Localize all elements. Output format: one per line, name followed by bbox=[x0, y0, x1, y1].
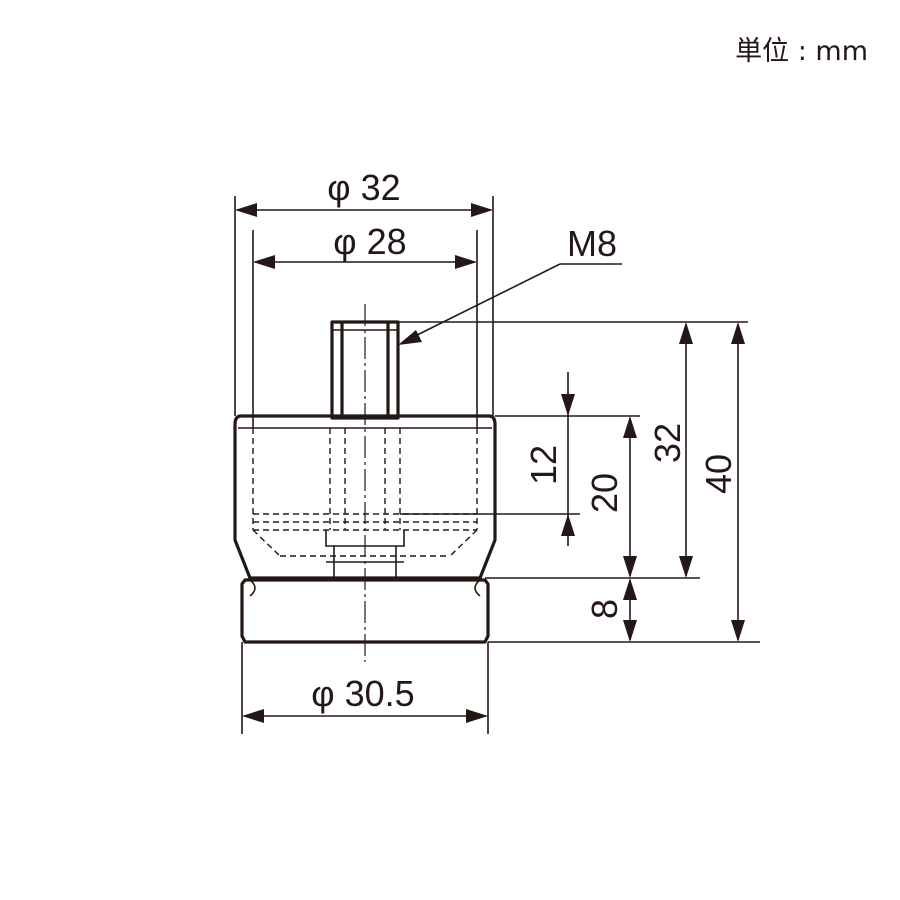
dim-height-to-pad: 32 bbox=[647, 322, 693, 578]
dim-height-to-pad-label: 32 bbox=[647, 423, 688, 463]
dim-pad-diameter: φ 30.5 bbox=[241, 642, 489, 734]
dim-body-height: 20 bbox=[584, 416, 637, 578]
dim-top-inner-label: φ 28 bbox=[333, 221, 406, 262]
dim-top-outer: φ 32 bbox=[234, 167, 494, 416]
dim-top-inner: φ 28 bbox=[252, 221, 478, 428]
unit-label: 単位 : mm bbox=[735, 36, 868, 67]
extension-lines bbox=[398, 321, 760, 643]
dim-total-height: 40 bbox=[698, 322, 745, 642]
part-outline bbox=[233, 304, 497, 662]
dim-thread-length: 12 bbox=[523, 372, 575, 546]
dim-top-outer-label: φ 32 bbox=[327, 167, 400, 208]
dim-pad-height: 8 bbox=[584, 578, 637, 642]
dim-pad-height-label: 8 bbox=[584, 599, 625, 619]
pad bbox=[240, 578, 490, 644]
dim-total-height-label: 40 bbox=[698, 454, 739, 494]
dim-body-height-label: 20 bbox=[584, 473, 625, 513]
leader-thread: M8 bbox=[398, 223, 622, 345]
main-body bbox=[233, 414, 497, 580]
dim-pad-diameter-label: φ 30.5 bbox=[311, 673, 414, 714]
thread-label: M8 bbox=[567, 223, 617, 264]
dim-thread-length-label: 12 bbox=[523, 445, 564, 485]
